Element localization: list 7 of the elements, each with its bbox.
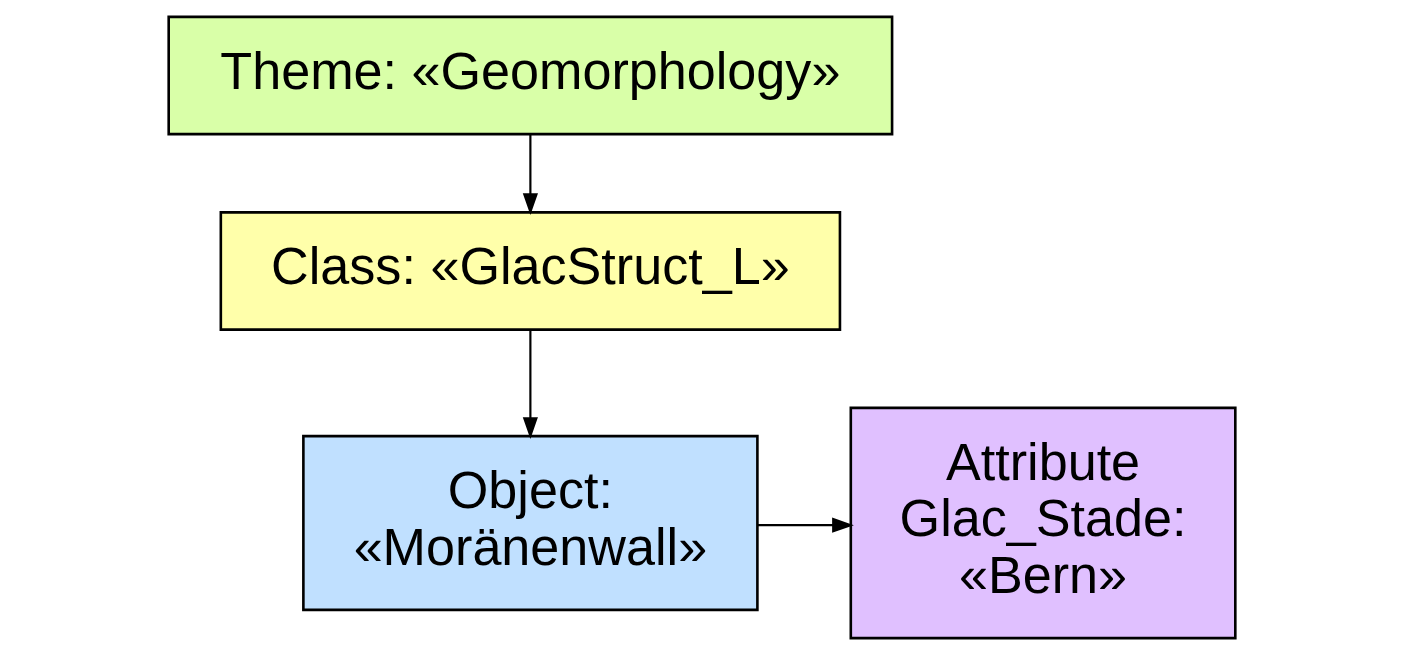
arrow <box>522 134 538 216</box>
node-box: Theme: «Geomorphology» <box>166 15 893 136</box>
node-box: Class: «GlacStruct_L» <box>219 211 841 331</box>
arrow <box>757 517 854 533</box>
arrow <box>522 330 538 439</box>
node-box: Object: «Moränenwall» <box>301 434 759 612</box>
node-box: Attribute Glac_Stade: «Bern» <box>849 406 1237 640</box>
